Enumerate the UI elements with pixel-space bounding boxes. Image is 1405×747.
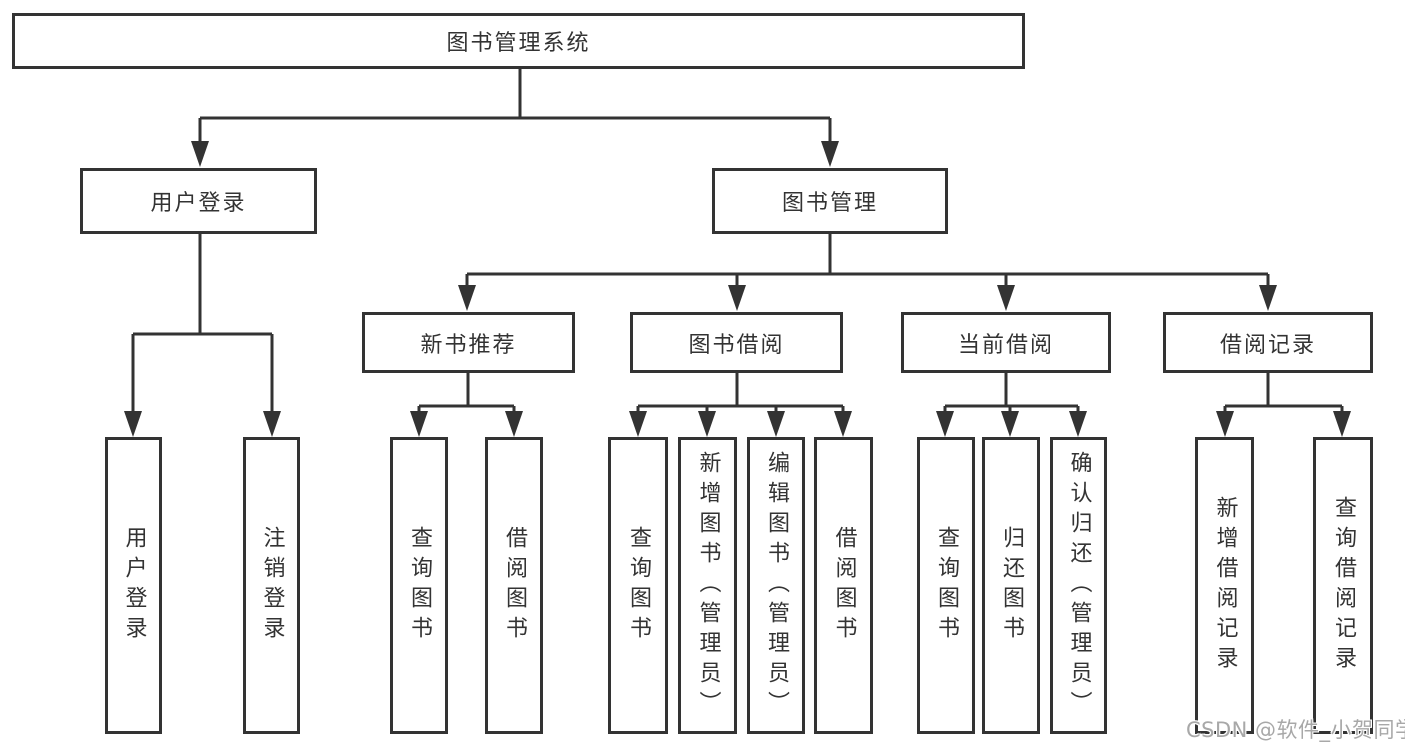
node-leaf-add-borrow-record: 新增借阅记录 [1195, 437, 1254, 734]
arrow-down-icon [1216, 411, 1234, 437]
node-leaf-borrow-books-2: 借阅图书 [814, 437, 873, 734]
node-label: 注销登录 [259, 525, 285, 646]
node-leaf-user-login: 用户登录 [105, 437, 162, 734]
node-label: 查询图书 [407, 525, 432, 646]
node-label: 编辑图书（管理员） [764, 450, 789, 721]
arrow-down-icon [505, 411, 523, 437]
node-leaf-borrow-books-1: 借阅图书 [485, 437, 543, 734]
node-leaf-query-books-3: 查询图书 [917, 437, 975, 734]
node-leaf-query-borrow-record: 查询借阅记录 [1313, 437, 1373, 734]
node-label: 归还图书 [999, 525, 1024, 646]
node-label: 确认归还（管理员） [1066, 450, 1092, 721]
node-label: 借阅图书 [502, 525, 527, 646]
node-leaf-add-books-admin: 新增图书（管理员） [678, 437, 737, 734]
node-label: 用户登录 [150, 191, 247, 216]
arrow-down-icon [1333, 411, 1351, 437]
arrow-down-icon [629, 411, 647, 437]
node-leaf-edit-books-admin: 编辑图书（管理员） [747, 437, 805, 734]
arrow-down-icon [728, 285, 746, 311]
node-leaf-query-books-1: 查询图书 [390, 437, 448, 734]
node-label: 查询借阅记录 [1331, 495, 1356, 676]
node-book-borrowing: 图书借阅 [630, 312, 843, 373]
node-leaf-confirm-return-admin: 确认归还（管理员） [1050, 437, 1107, 734]
arrow-down-icon [834, 411, 852, 437]
node-label: 图书借阅 [688, 332, 785, 358]
node-label: 新增图书（管理员） [695, 450, 721, 721]
node-new-book-recommend: 新书推荐 [362, 312, 575, 373]
node-system-root: 图书管理系统 [12, 13, 1025, 69]
arrow-down-icon [1259, 285, 1277, 311]
node-label: 图书管理 [781, 191, 878, 216]
arrow-down-icon [263, 411, 281, 437]
node-borrowing-records: 借阅记录 [1163, 312, 1373, 373]
arrow-down-icon [191, 141, 209, 167]
node-user-login: 用户登录 [80, 168, 317, 234]
node-label: 新书推荐 [420, 332, 517, 358]
arrow-down-icon [767, 411, 785, 437]
arrow-down-icon [821, 141, 839, 167]
arrow-down-icon [410, 411, 428, 437]
node-leaf-return-books: 归还图书 [982, 437, 1040, 734]
arrow-down-icon [458, 285, 476, 311]
arrow-down-icon [936, 411, 954, 437]
node-book-management: 图书管理 [712, 168, 948, 234]
arrow-down-icon [1069, 411, 1087, 437]
node-leaf-logout: 注销登录 [243, 437, 300, 734]
node-leaf-query-books-2: 查询图书 [608, 437, 668, 734]
node-label: 图书管理系统 [446, 31, 591, 56]
arrow-down-icon [1001, 411, 1019, 437]
arrow-down-icon [124, 411, 142, 437]
node-label: 借阅记录 [1219, 332, 1316, 358]
node-label: 用户登录 [121, 525, 147, 646]
arrow-down-icon [698, 411, 716, 437]
arrowhead-icons [124, 141, 1351, 437]
csdn-watermark: CSDN @软件_小贺同学 [1186, 718, 1405, 742]
node-label: 当前借阅 [957, 332, 1054, 358]
node-current-borrowing: 当前借阅 [901, 312, 1111, 373]
node-label: 查询图书 [934, 525, 959, 646]
node-label: 借阅图书 [831, 525, 857, 646]
node-label: 新增借阅记录 [1212, 495, 1238, 676]
node-label: 查询图书 [626, 525, 651, 646]
arrow-down-icon [997, 285, 1015, 311]
